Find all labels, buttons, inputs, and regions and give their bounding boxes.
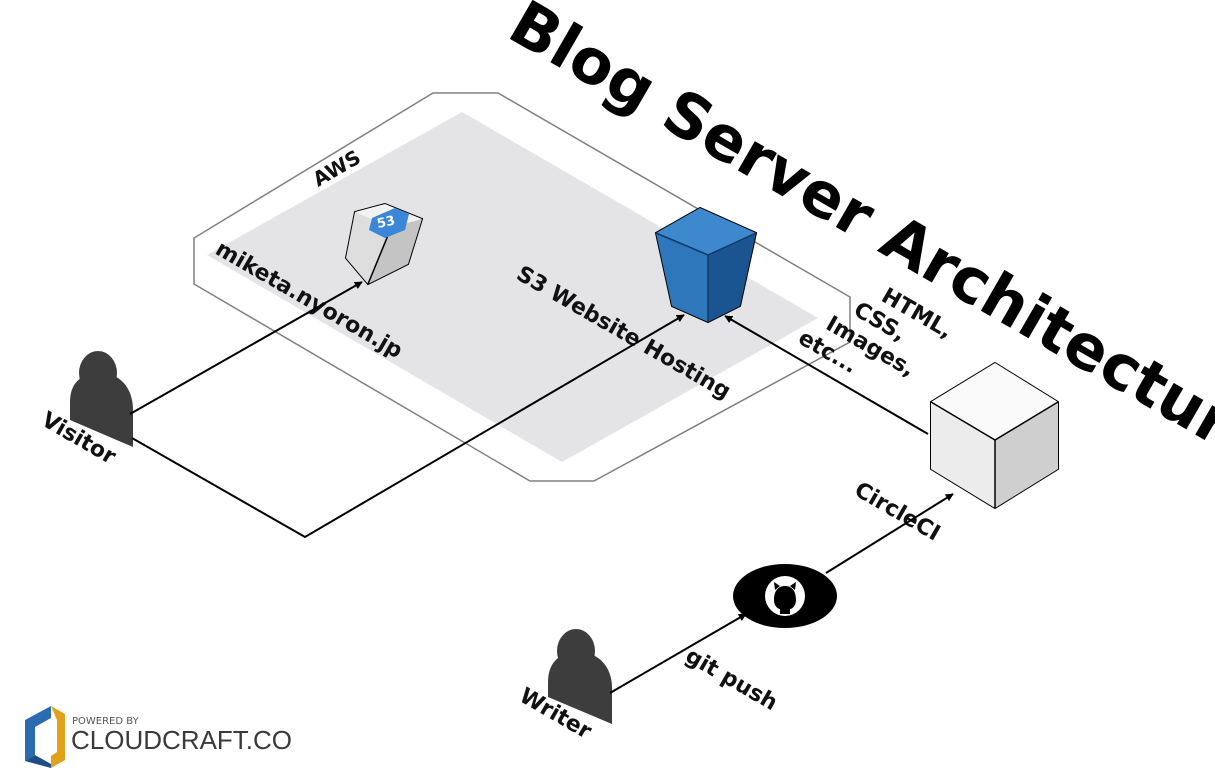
cloudcraft-wordmark: CLOUDCRAFT.CO (71, 725, 292, 755)
circleci-label: CircleCI (850, 478, 944, 547)
circleci-node (930, 361, 1059, 510)
github-node (733, 564, 837, 628)
aws-zone (207, 112, 818, 462)
edge-ci-to-s3 (724, 315, 929, 435)
route53-node: 53 (344, 202, 424, 286)
route53-badge-label: 53 (376, 213, 397, 231)
user-icon (70, 373, 133, 447)
cloudcraft-branding: POWERED BY CLOUDCRAFT.CO (25, 706, 292, 768)
route53-badge: 53 (369, 208, 409, 238)
edge-visitor-to-s3 (131, 314, 685, 539)
visitor-figure (70, 351, 133, 447)
edge-writer-to-github (609, 613, 747, 694)
cloudcraft-logo-icon (25, 706, 65, 768)
s3-bucket-node (654, 206, 758, 324)
git-push-label: git push (681, 644, 782, 716)
user-icon (548, 652, 612, 724)
connections (129, 281, 954, 694)
powered-by-text: POWERED BY (72, 716, 140, 727)
edge-visitor-to-dns (129, 281, 363, 415)
aws-region-outline (193, 92, 851, 482)
edge-github-to-ci (825, 493, 954, 574)
writer-figure (548, 629, 612, 724)
